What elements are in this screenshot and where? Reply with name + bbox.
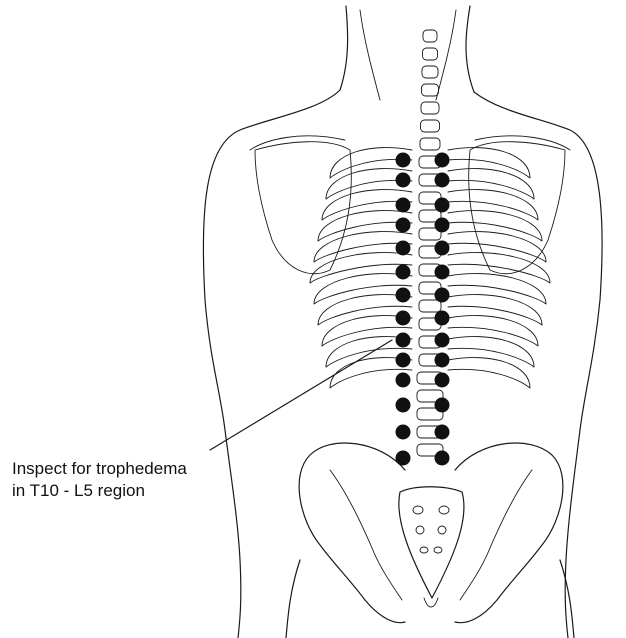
annotation-callout: Inspect for trophedema in T10 - L5 regio… <box>12 458 242 502</box>
rib-right <box>448 337 534 367</box>
marker-dots <box>396 153 450 466</box>
vertebra <box>422 84 439 96</box>
vertebra <box>419 300 441 312</box>
vertebra <box>422 66 438 78</box>
annotation-line-1: Inspect for trophedema <box>12 458 242 480</box>
sacral-foramen <box>413 506 423 514</box>
femur-left <box>286 560 300 638</box>
marker-dot <box>435 173 450 188</box>
sacrum <box>399 487 464 598</box>
marker-dot <box>396 353 411 368</box>
marker-dot <box>396 373 411 388</box>
marker-dot <box>435 373 450 388</box>
marker-dot <box>396 218 411 233</box>
pelvis-inner-right <box>460 470 532 600</box>
sacral-foramen <box>438 526 446 534</box>
marker-dot <box>435 218 450 233</box>
marker-dot <box>435 153 450 168</box>
neck-line-right <box>436 10 456 100</box>
marker-dot <box>435 425 450 440</box>
marker-dot <box>396 241 411 256</box>
body-outline-right <box>466 6 602 638</box>
sacral-foramen <box>416 526 424 534</box>
marker-dot <box>396 198 411 213</box>
marker-dot <box>396 288 411 303</box>
marker-dot <box>435 265 450 280</box>
marker-dot <box>435 241 450 256</box>
marker-dot <box>435 288 450 303</box>
rib-right <box>448 232 546 262</box>
pelvis-inner-left <box>330 470 402 600</box>
marker-dot <box>435 353 450 368</box>
marker-dot <box>435 333 450 348</box>
rib-right <box>448 316 538 346</box>
marker-dot <box>396 398 411 413</box>
rib-right <box>448 274 546 304</box>
rib-left <box>310 253 412 283</box>
annotation-leader-line <box>210 340 392 450</box>
annotation-line-2: in T10 - L5 region <box>12 480 242 502</box>
scapula-right <box>469 142 565 274</box>
rib-right <box>448 190 538 220</box>
pelvis-right <box>455 443 563 623</box>
neck-line-left <box>360 10 380 100</box>
marker-dot <box>396 425 411 440</box>
ribcage <box>310 148 550 388</box>
marker-dot <box>435 311 450 326</box>
marker-dot <box>396 451 411 466</box>
marker-dot <box>435 451 450 466</box>
marker-dot <box>435 398 450 413</box>
marker-dot <box>396 173 411 188</box>
sacral-foramen <box>420 547 428 553</box>
sacral-foramen <box>434 547 442 553</box>
rib-right <box>448 211 542 241</box>
marker-dot <box>396 311 411 326</box>
vertebra <box>421 120 440 132</box>
pelvis-left <box>299 443 405 623</box>
marker-dot <box>396 153 411 168</box>
marker-dot <box>435 198 450 213</box>
rib-right <box>448 148 530 178</box>
vertebra <box>423 48 438 60</box>
rib-right <box>448 169 534 199</box>
marker-dot <box>396 265 411 280</box>
rib-right <box>448 295 542 325</box>
marker-dot <box>396 333 411 348</box>
rib-right <box>448 253 550 283</box>
body-outline-left <box>203 6 347 638</box>
vertebra <box>421 102 439 114</box>
sacral-foramen <box>439 506 449 514</box>
vertebra <box>420 138 440 150</box>
rib-right <box>448 358 530 388</box>
vertebra <box>423 30 437 42</box>
coccyx <box>424 598 438 607</box>
